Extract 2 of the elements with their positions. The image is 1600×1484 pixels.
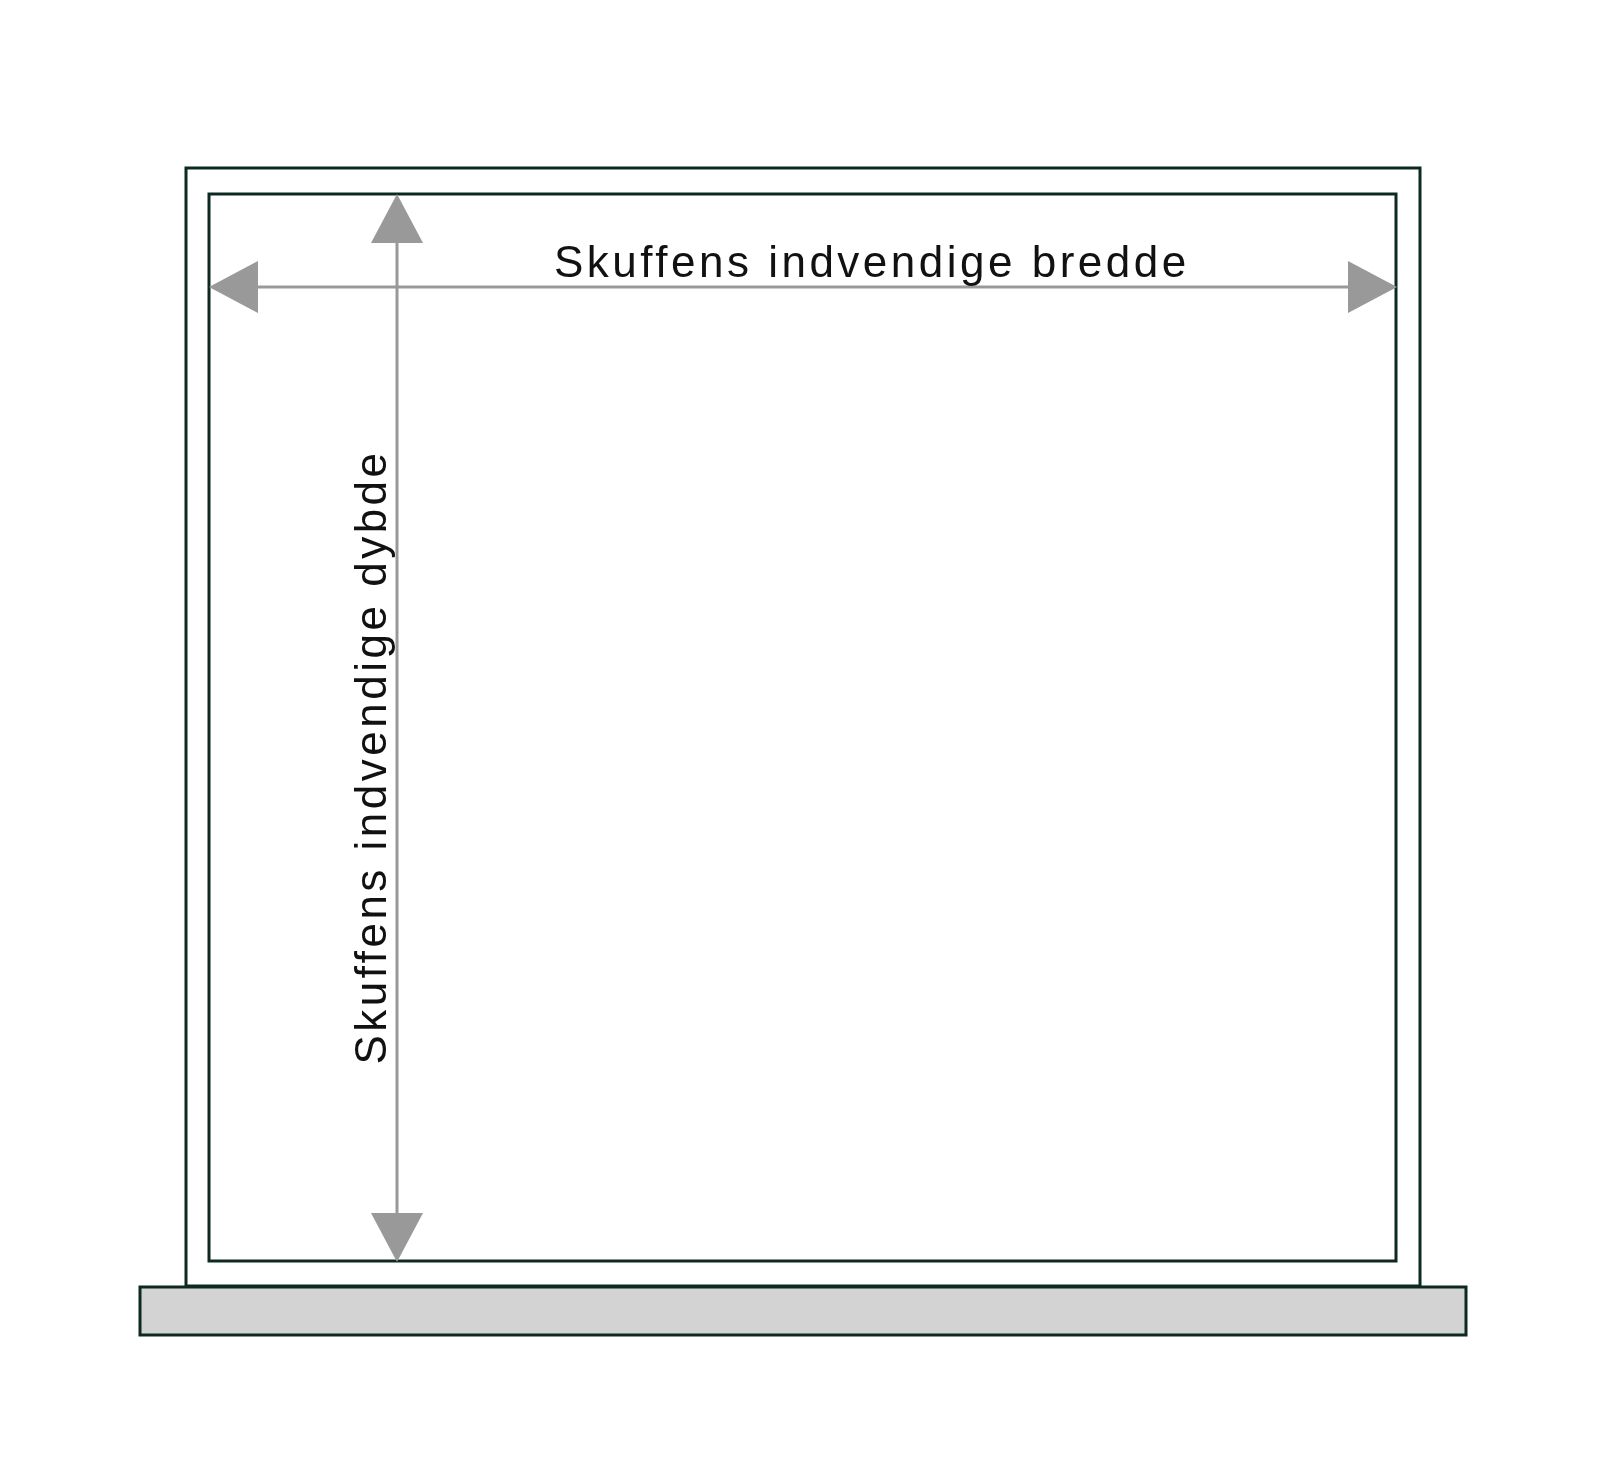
dimension-label: Skuffens indvendige bredde xyxy=(554,240,1190,284)
dimension-label: Skuffens indvendige dybde xyxy=(348,449,393,1065)
